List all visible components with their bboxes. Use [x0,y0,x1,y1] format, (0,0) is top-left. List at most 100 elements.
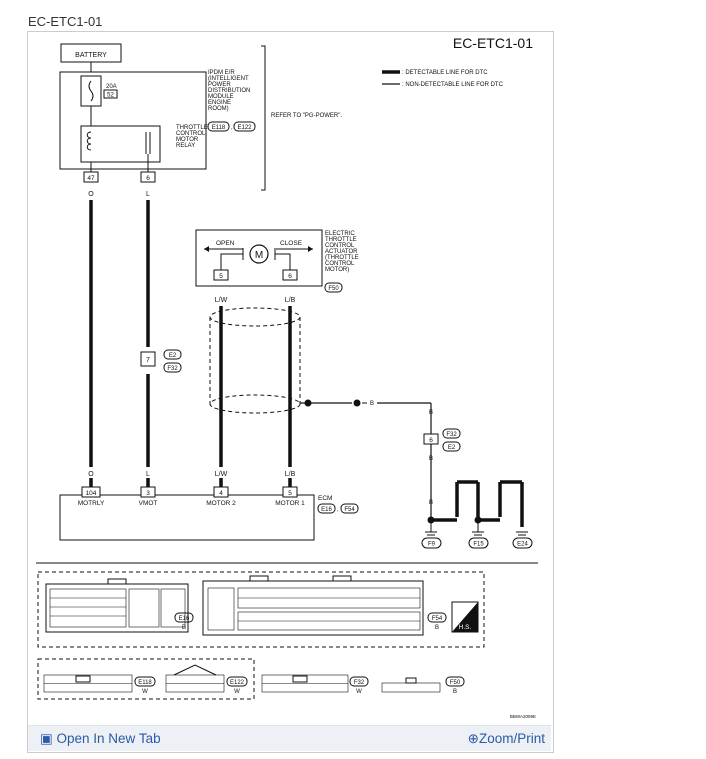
ecm-term-motor1: MOTOR 1 [275,500,305,507]
svg-text:L: L [146,374,150,381]
ipdm-pin-47 [83,171,99,183]
joint-conn-b [163,362,182,373]
battery-label: BATTERY [75,52,107,59]
ecm-box [59,494,315,541]
svg-text:MOTOR): MOTOR) [325,267,349,273]
hs-badge: H.S. [451,601,479,633]
svg-text:,: , [231,125,233,131]
svg-text:6: 6 [288,273,292,280]
svg-text:RELAY: RELAY [176,143,195,149]
ecm-conn-b [340,503,359,514]
open-tab-icon: ▣ [40,731,57,746]
svg-text:(THROTTLE: (THROTTLE [325,255,359,261]
ground-f9 [421,537,442,549]
svg-text:F50: F50 [328,286,339,292]
svg-text:CONTROL: CONTROL [325,243,355,249]
fuse-symbol [88,80,94,102]
svg-text:CONTROL: CONTROL [325,261,355,267]
svg-text:5: 5 [288,490,292,497]
conn-e122-tag [226,676,248,687]
ground-conn-b [442,441,461,452]
legend-detectable: : DETECTABLE LINE FOR DTC [402,70,488,76]
ecm-conn-a [317,503,336,514]
ecm-pin-104 [81,486,101,498]
drawing-id: BBWA2099E [510,714,536,719]
wire-label-l-bottom: L [146,471,150,478]
ecm-pin-4 [213,486,229,498]
conn-e118-tag [134,676,156,687]
svg-text:B: B [476,500,480,506]
conn-f54-tag [427,612,447,623]
connector-f54 [202,575,424,636]
svg-text:MOTOR: MOTOR [176,137,199,143]
svg-text:MODULE: MODULE [208,94,234,100]
svg-text:ENGINE: ENGINE [208,100,231,106]
magnifier-icon: ⊕ [467,731,479,746]
motor-symbol [249,244,269,264]
svg-text:THROTTLE: THROTTLE [325,237,357,243]
svg-text:F32: F32 [446,432,457,438]
svg-text:B: B [429,500,433,506]
ipdm-pin-6-label: 6 [146,175,150,182]
svg-text:5: 5 [219,273,223,280]
svg-text:E2: E2 [169,353,177,359]
close-label: CLOSE [280,240,303,247]
connector-f50 [381,677,441,693]
relay-box [80,125,161,163]
svg-text:(INTELLIGENT: (INTELLIGENT [208,76,249,82]
power-bracket [261,45,266,191]
svg-text:E16: E16 [321,507,332,513]
shield-wire-label: B [370,401,374,407]
svg-text:E118: E118 [138,680,152,686]
ecm-pin-3 [140,486,156,498]
svg-text:CONTROL: CONTROL [176,131,206,137]
relay-coil [86,131,92,151]
legend-nondetectable: : NON-DETECTABLE LINE FOR DTC [402,82,504,88]
actuator-label: ELECTRIC THROTTLE CONTROL ACTUATOR (THRO… [325,231,359,273]
wire-label-lb-bottom: L/B [285,471,296,478]
open-in-new-tab-link[interactable]: ▣ Open In New Tab [40,731,161,747]
svg-text:ACTUATOR: ACTUATOR [325,249,358,255]
svg-text:ROOM): ROOM) [208,106,229,112]
shield-bottom [209,394,301,414]
ipdm-conn-b [233,121,256,132]
ipdm-box [59,71,207,170]
zoom-print-link[interactable]: ⊕Zoom/Print [468,731,545,747]
wire-label-o-top: O [88,191,94,198]
ecm-pin-5 [282,486,298,498]
svg-text:THROTTLE: THROTTLE [176,125,208,131]
conn-e16-tag [174,612,194,623]
conn-f50-tag [445,676,465,687]
relay-label: THROTTLE CONTROL MOTOR RELAY [176,125,208,149]
svg-text:,: , [337,507,339,513]
ipdm-conn-a [207,121,230,132]
ipdm-label: IPDM E/R (INTELLIGENT POWER DISTRIBUTION… [208,70,250,112]
shield-top [209,307,301,327]
svg-text:B: B [435,625,439,631]
page-caption: EC-ETC1-01 [28,14,103,29]
ipdm-conn-a-label: E118 [212,125,226,131]
svg-text:B: B [498,500,502,506]
svg-text:B: B [182,625,186,631]
svg-text:IPDM E/R: IPDM E/R [208,70,235,76]
svg-text:F50: F50 [450,680,461,686]
svg-text:W: W [234,689,240,695]
ipdm-connector-group [37,658,255,700]
svg-text:L: L [146,340,150,347]
ipdm-pin-6 [140,171,156,183]
svg-text:4: 4 [219,490,223,497]
motor-label: M [255,250,263,261]
svg-text:DISTRIBUTION: DISTRIBUTION [208,88,250,94]
wire-label-o-bottom: O [88,471,94,478]
diagram-code: EC-ETC1-01 [453,35,533,51]
svg-text:ELECTRIC: ELECTRIC [325,231,355,237]
connector-e118 [43,674,133,693]
svg-text:F9: F9 [428,542,436,548]
ipdm-pin-47-label: 47 [87,175,95,182]
zoom-print-label: Zoom/Print [478,731,545,746]
svg-text:B: B [429,456,433,462]
svg-text:E24: E24 [517,542,528,548]
open-in-new-tab-label: Open In New Tab [56,731,161,746]
joint-conn-a [163,349,182,360]
svg-text:POWER: POWER [208,82,231,88]
